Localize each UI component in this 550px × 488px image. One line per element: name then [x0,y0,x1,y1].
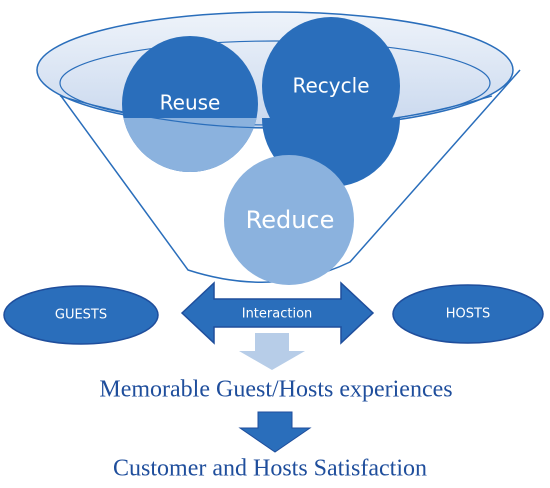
outcome-experiences: Memorable Guest/Hosts experiences [99,377,452,403]
reuse-circle: Reuse [122,36,258,172]
recycle-label: Recycle [293,74,370,98]
reduce-label: Reduce [246,206,335,234]
reuse-label: Reuse [160,91,221,115]
pale-down-arrow [239,333,305,370]
guests-oval: GUESTS [3,285,159,345]
outcome-satisfaction: Customer and Hosts Satisfaction [113,456,427,482]
hosts-oval: HOSTS [392,284,544,344]
interaction-label: Interaction [242,307,313,322]
guests-label: GUESTS [55,308,107,323]
reduce-circle: Reduce [224,155,354,285]
interaction-double-arrow: Interaction [180,281,375,345]
hosts-label: HOSTS [446,307,490,322]
rim-front-edge [59,95,493,129]
dark-down-arrow [238,411,312,453]
